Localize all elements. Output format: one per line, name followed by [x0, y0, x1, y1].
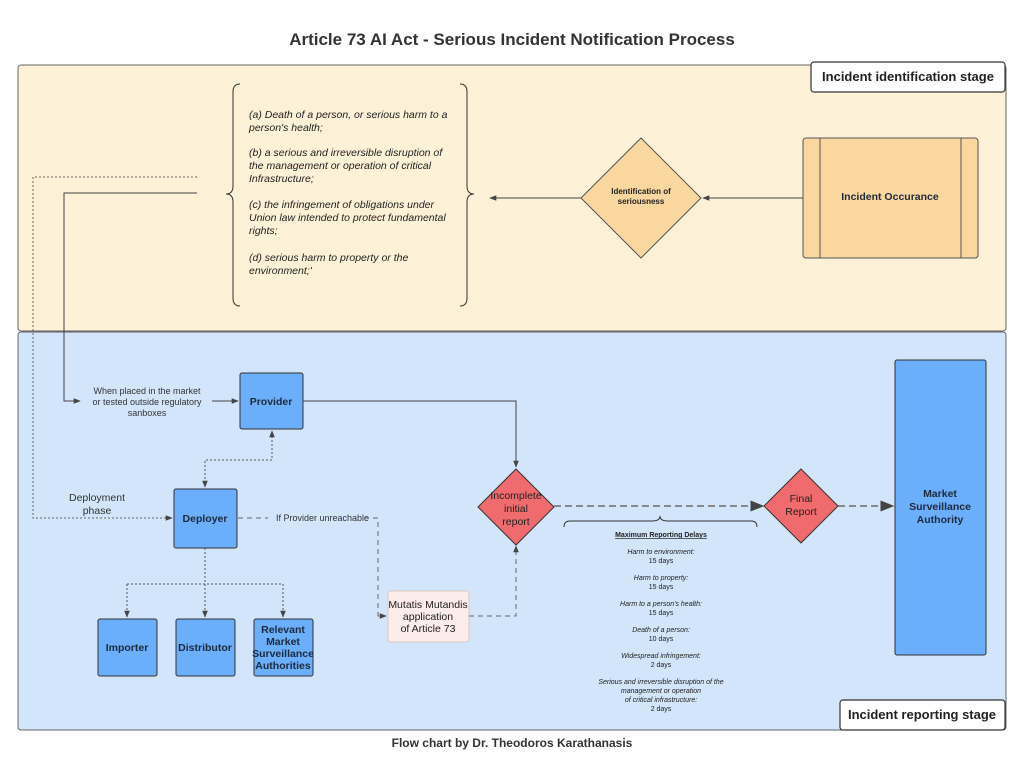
svg-text:environment;': environment;' — [249, 265, 313, 277]
svg-text:15 days: 15 days — [649, 584, 674, 591]
svg-text:Identification of: Identification of — [611, 187, 671, 196]
placed-market-label: When placed in the market or tested outs… — [92, 386, 202, 418]
svg-text:Surveillance: Surveillance — [252, 648, 314, 660]
svg-text:Authorities: Authorities — [255, 660, 311, 672]
svg-text:Importer: Importer — [106, 642, 149, 654]
criterion-c: (c) the infringement of obligations unde… — [249, 199, 446, 237]
mutatis-node: Mutatis Mutandis application of Article … — [387, 590, 470, 643]
svg-text:report: report — [502, 516, 530, 528]
criterion-a: (a) Death of a person, or serious harm t… — [248, 109, 448, 134]
svg-text:(c) the infringement of obliga: (c) the infringement of obligations unde… — [249, 199, 435, 211]
delays-list: Maximum Reporting Delays Harm to environ… — [598, 532, 723, 713]
svg-text:Final: Final — [790, 493, 813, 505]
svg-text:(b) a serious and irreversible: (b) a serious and irreversible disruptio… — [249, 147, 443, 159]
provider-node: Provider — [239, 372, 304, 430]
msa-node: Market Surveillance Authority — [894, 359, 987, 656]
svg-text:Harm to property:: Harm to property: — [634, 575, 689, 582]
if-provider-unreachable-label: If Provider unreachable — [276, 513, 369, 523]
criteria-left-brace — [225, 83, 241, 307]
svg-text:Harm to a person's health:: Harm to a person's health: — [620, 601, 702, 608]
incomplete-report-diamond: Incomplete initial report — [477, 468, 555, 546]
svg-text:Report: Report — [785, 506, 817, 518]
svg-text:sanboxes: sanboxes — [128, 408, 167, 418]
svg-text:Distributor: Distributor — [178, 642, 232, 654]
svg-text:Mutatis Mutandis: Mutatis Mutandis — [388, 599, 467, 611]
diagram-footer: Flow chart by Dr. Theodoros Karathanasis — [392, 736, 633, 750]
svg-text:15 days: 15 days — [649, 558, 674, 565]
svg-text:Harm to environment:: Harm to environment: — [627, 549, 694, 556]
svg-text:(a) Death of a person, or seri: (a) Death of a person, or serious harm t… — [249, 109, 448, 121]
relevant-msa-node: Relevant Market Surveillance Authorities — [252, 618, 314, 677]
svg-text:Market: Market — [923, 488, 957, 500]
svg-text:person's health;: person's health; — [248, 122, 323, 134]
svg-text:When placed in the market: When placed in the market — [93, 386, 201, 396]
importer-node: Importer — [97, 618, 158, 677]
svg-text:Infrastructure;: Infrastructure; — [249, 173, 314, 185]
svg-text:Incident reporting stage: Incident reporting stage — [848, 707, 996, 722]
edge-unreachable-to-mutatis — [364, 517, 387, 619]
criteria-right-brace — [459, 83, 475, 307]
svg-text:Death of a person:: Death of a person: — [632, 627, 690, 634]
svg-text:Widespread infringement:: Widespread infringement: — [621, 653, 701, 660]
edge-mutatis-to-incomplete — [469, 545, 519, 617]
svg-text:Provider: Provider — [250, 396, 293, 408]
identification-stage-label: Incident identification stage — [810, 61, 1006, 93]
svg-text:Surveillance: Surveillance — [909, 501, 971, 513]
edge-provider-deployer — [202, 430, 275, 488]
edge-provider-to-incomplete — [303, 400, 519, 468]
diagram-title: Article 73 AI Act - Serious Incident Not… — [289, 30, 735, 49]
svg-text:Deployment: Deployment — [69, 492, 125, 504]
svg-text:Deployer: Deployer — [183, 513, 228, 525]
svg-text:Incident identification stage: Incident identification stage — [822, 69, 994, 84]
svg-text:seriousness: seriousness — [618, 197, 665, 206]
svg-text:Incident Occurance: Incident Occurance — [841, 191, 939, 203]
svg-text:of critical infrastructure:: of critical infrastructure: — [625, 697, 697, 704]
svg-text:the management or operation of: the management or operation of critical — [249, 160, 432, 172]
svg-text:(d) serious harm to property o: (d) serious harm to property or the — [249, 252, 408, 264]
reporting-stage-label: Incident reporting stage — [839, 699, 1006, 731]
delays-heading: Maximum Reporting Delays — [615, 532, 707, 539]
incident-occurance-node: Incident Occurance — [802, 137, 979, 259]
svg-text:Authority: Authority — [917, 514, 964, 526]
edge-criteria-to-deployer — [32, 176, 197, 521]
svg-text:2 days: 2 days — [651, 706, 672, 713]
deployer-node: Deployer — [173, 488, 238, 549]
svg-text:application: application — [403, 611, 453, 623]
identification-diamond: Identification of seriousness — [580, 137, 702, 259]
deployment-phase-label: Deployment phase — [69, 492, 125, 517]
svg-text:Relevant: Relevant — [261, 624, 305, 636]
svg-text:rights;: rights; — [249, 225, 278, 237]
criterion-b: (b) a serious and irreversible disruptio… — [249, 147, 443, 185]
svg-text:Incomplete: Incomplete — [490, 490, 542, 502]
svg-text:initial: initial — [504, 503, 528, 515]
svg-text:management or operation: management or operation — [621, 688, 701, 695]
criterion-d: (d) serious harm to property or the envi… — [249, 252, 408, 277]
svg-text:15 days: 15 days — [649, 610, 674, 617]
edge-criteria-to-provider — [63, 192, 197, 404]
svg-text:10 days: 10 days — [649, 636, 674, 643]
svg-text:or tested outside regulatory: or tested outside regulatory — [92, 397, 202, 407]
svg-text:of Article 73: of Article 73 — [401, 623, 456, 635]
svg-text:Market: Market — [266, 636, 300, 648]
svg-text:Serious and irreversible disru: Serious and irreversible disruption of t… — [598, 679, 723, 686]
final-report-diamond: Final Report — [763, 468, 839, 544]
svg-text:2 days: 2 days — [651, 662, 672, 669]
delays-brace — [563, 515, 758, 528]
svg-text:phase: phase — [83, 505, 112, 517]
distributor-node: Distributor — [175, 618, 236, 677]
svg-text:Union law intended to protect: Union law intended to protect fundamenta… — [249, 212, 446, 224]
